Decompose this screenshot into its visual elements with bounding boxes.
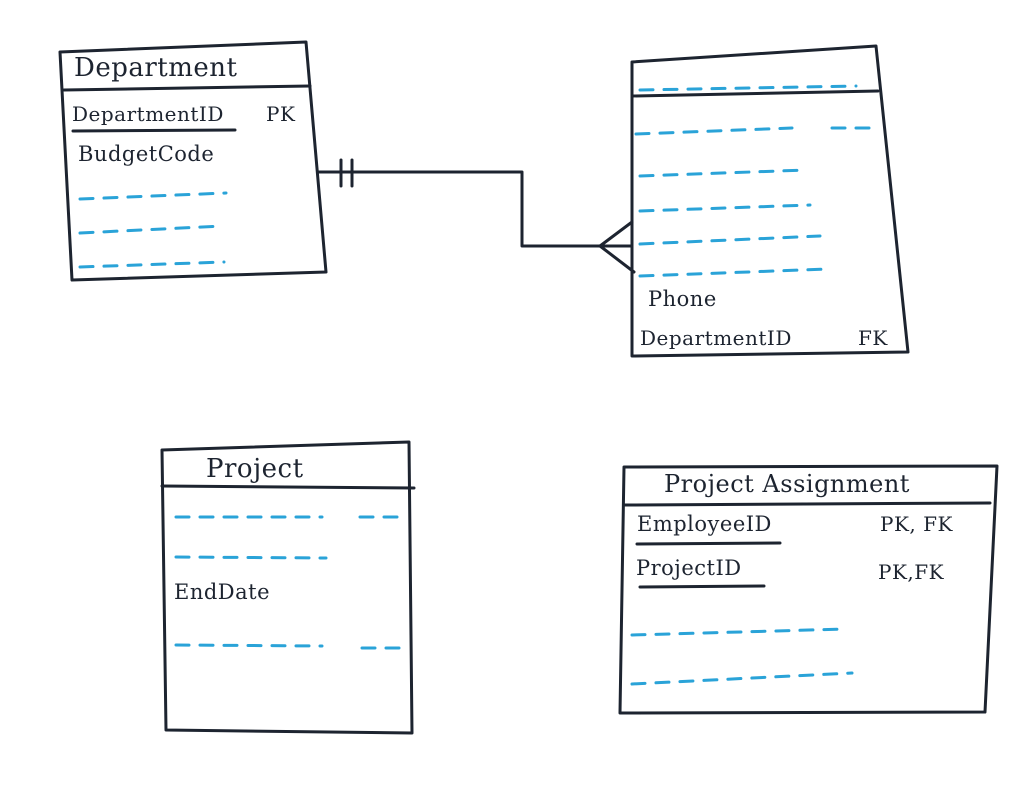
relationship-line (316, 170, 634, 248)
employee-title-placeholder (638, 84, 858, 92)
department-placeholder-row (78, 224, 224, 235)
crowfoot-lower (598, 244, 636, 274)
department-pk-attribute: DepartmentID (72, 102, 224, 126)
department-budgetcode-attribute: BudgetCode (78, 142, 215, 166)
employee-fk-tag: FK (858, 326, 888, 350)
project-assignment-employeeid-attribute: EmployeeID (637, 512, 772, 536)
project-assignment-projectid-attribute: ProjectID (636, 556, 742, 580)
employee-placeholder-row (638, 234, 822, 246)
projectid-underline (638, 584, 766, 589)
employee-placeholder-row (638, 203, 812, 213)
employee-box (630, 44, 910, 358)
employee-phone-attribute: Phone (648, 287, 717, 311)
department-placeholder-row (78, 191, 228, 201)
employee-header-divider (630, 89, 880, 98)
employee-fk-attribute: DepartmentID (640, 326, 792, 350)
department-placeholder-row (78, 260, 226, 269)
project-box (160, 440, 414, 735)
crowfoot-upper (598, 220, 634, 248)
department-title: Department (74, 53, 238, 83)
project-assignment-header-divider (623, 501, 992, 507)
employee-placeholder-row (638, 168, 808, 178)
department-pk-underline (71, 128, 237, 133)
project-assignment-employeeid-tag: PK, FK (880, 512, 953, 536)
employee-placeholder-row (634, 126, 794, 136)
project-assignment-title: Project Assignment (664, 470, 910, 498)
project-title: Project (206, 454, 304, 484)
project-header-divider (160, 484, 416, 490)
project-enddate-attribute: EndDate (174, 580, 271, 604)
department-pk-tag: PK (266, 102, 296, 126)
project-assignment-placeholder-row (630, 627, 848, 637)
employeeid-underline (635, 541, 782, 546)
project-placeholder-row (174, 555, 328, 560)
project-assignment-box (618, 464, 999, 715)
department-box (58, 40, 328, 282)
project-assignment-projectid-tag: PK,FK (878, 560, 945, 584)
project-assignment-placeholder-row (630, 671, 854, 686)
employee-placeholder-row (638, 267, 830, 278)
project-placeholder-row (174, 643, 324, 648)
department-header-divider (62, 84, 312, 92)
